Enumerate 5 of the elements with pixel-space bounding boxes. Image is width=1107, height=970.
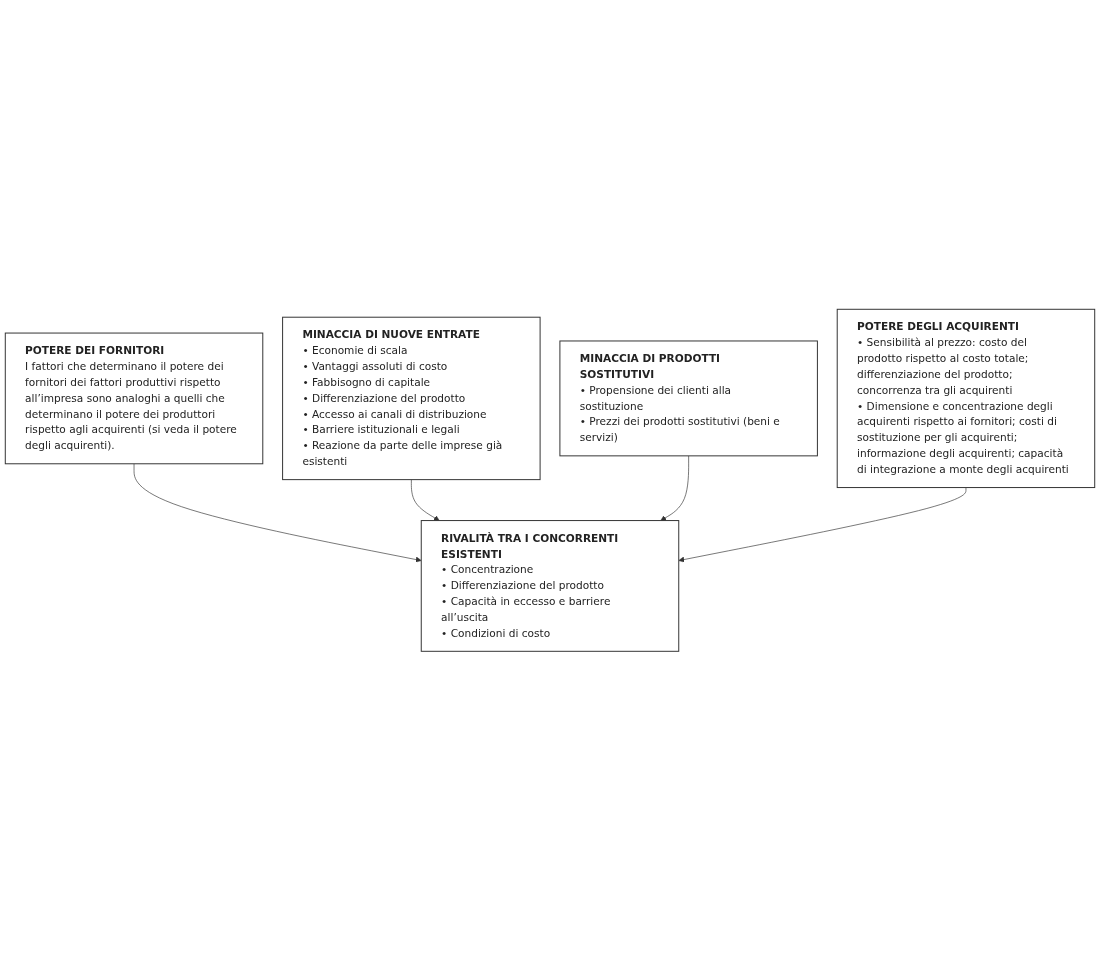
node-box: POTERE DEGLI ACQUIRENTI • Sensibilità al prezzo: costo del prodotto rispetto al costo totale; differenziazione del prodotto; concorrenza tra gli acquirenti • Dimensione e concentrazione degli acquirenti rispetto ai fornitori; costi di sostituzione per gli acquirenti; informazione degli acquirenti; capacità di integrazione a monte degli acquirenti [836,308,1096,488]
node-box: RIVALITÀ TRA I CONCORRENTI ESISTENTI • Concentrazione • Differenziazione del prodotto • Capacità in eccesso e barriere all’uscita • Condizioni di costo [420,519,680,652]
node-box: MINACCIA DI NUOVE ENTRATE • Economie di scala • Vantaggi assoluti di costo • Fabbisogno di capitale • Differenziazione del prodotto • Accesso ai canali di distribuzione • Barriere istituzionali e legali • Reazione da parte delle imprese già esistenti [282,316,541,480]
node-box: POTERE DEI FORNITORI I fattori che determinano il potere dei fornitori dei fattori produttivi rispetto all’impresa sono analoghi a quelli che determinano il potere dei produttori rispetto agli acquirenti (si veda il potere degli acquirenti). [4,332,264,464]
node-box: MINACCIA DI PRODOTTI SOSTITUTIVI • Propensione dei clienti alla sostituzione • Prezzi dei prodotti sostitutivi (beni e servizi) [559,340,818,457]
